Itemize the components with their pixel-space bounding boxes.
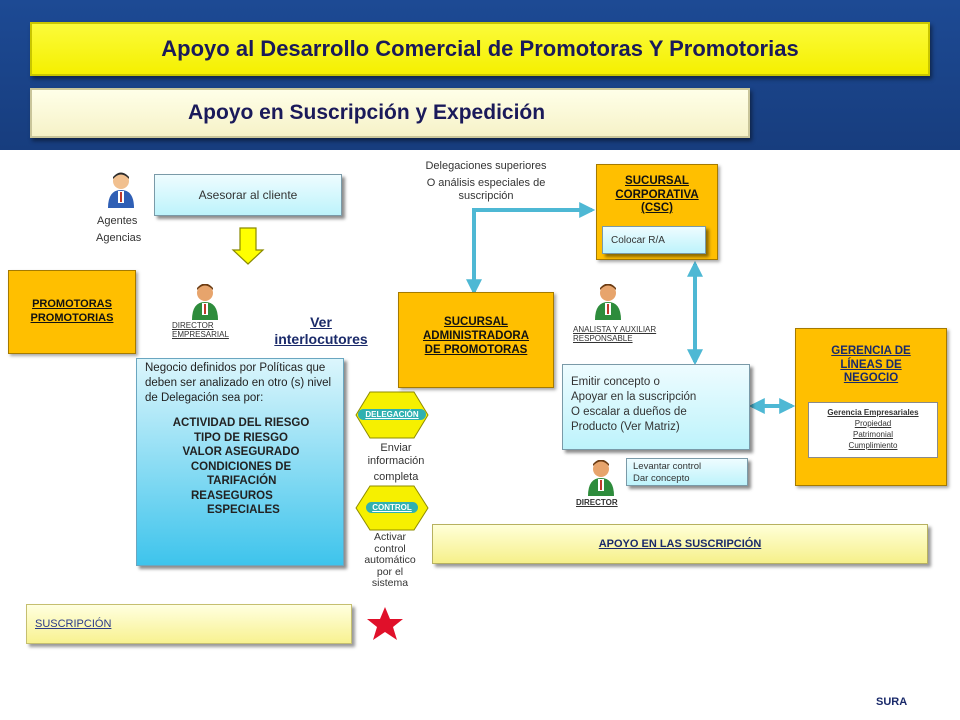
- promotoras-box: PROMOTORAS PROMOTORIAS: [8, 270, 136, 354]
- gerencia-line3: NEGOCIO: [843, 372, 899, 384]
- emitir-line4: Producto (Ver Matriz): [571, 421, 680, 433]
- ver-line1: Ver: [310, 314, 332, 330]
- activar-line2: control: [374, 542, 406, 555]
- promotoras-line2: PROMOTORIAS: [30, 312, 114, 324]
- analista-line1: ANALISTA Y AUXILIAR: [573, 325, 657, 334]
- colocar-box: Colocar R/A: [602, 226, 706, 254]
- promotoras-line1: PROMOTORAS: [32, 298, 112, 310]
- asesorar-box: Asesorar al cliente: [154, 174, 342, 216]
- agentes-label: Agentes: [97, 215, 138, 227]
- activar-line5: sistema: [371, 577, 409, 589]
- down-arrow: [231, 227, 265, 265]
- gerencia-inner-2: Propiedad: [854, 419, 892, 428]
- analista-person-icon: [595, 284, 621, 320]
- negocio-item-4: CONDICIONES DE: [190, 460, 292, 473]
- gerencia-inner-4: Cumplimiento: [848, 441, 898, 450]
- sura-brand: SURA: [876, 696, 908, 708]
- sucursal-corp-line2: CORPORATIVA: [615, 188, 699, 201]
- sucursal-corp-line3: (CSC): [641, 202, 673, 214]
- director-label: DIRECTOR: [576, 498, 618, 507]
- apoyo-suscripcion-box: APOYO EN LAS SUSCRIPCIÓN: [432, 524, 928, 564]
- negocio-item-6: REASEGUROS: [191, 489, 273, 502]
- sucursal-corp-line1: SUCURSAL: [625, 175, 689, 187]
- star-icon: [367, 607, 403, 640]
- gerencia-inner-3: Patrimonial: [852, 430, 893, 439]
- negocio-item-3: VALOR ASEGURADO: [182, 446, 300, 458]
- delegaciones-line2: O análisis especiales de: [426, 177, 546, 189]
- apoyo-label: APOYO EN LAS SUSCRIPCIÓN: [598, 538, 762, 550]
- enviar-line3: completa: [373, 471, 419, 483]
- agencias-label: Agencias: [96, 232, 142, 244]
- levantar-line1: Levantar control: [633, 461, 702, 472]
- negocio-box: Negocio definidos por Políticas que debe…: [136, 358, 344, 566]
- sucursal-admin-line2: ADMINISTRADORA: [422, 330, 530, 342]
- gerencia-inner-box: Gerencia Empresariales Propiedad Patrimo…: [808, 402, 938, 458]
- sucursal-administradora-box: SUCURSAL ADMINISTRADORA DE PROMOTORAS: [398, 292, 554, 388]
- director-empresarial-line2: EMPRESARIAL: [172, 330, 229, 339]
- director-empresarial-person-icon: [192, 284, 218, 320]
- delegaciones-line3: suscripción: [458, 190, 514, 202]
- director-empresarial-label: DIRECTOR EMPRESARIAL: [172, 321, 229, 339]
- emitir-concepto-box: Emitir concepto o Apoyar en la suscripci…: [562, 364, 750, 450]
- enviar-line1: Enviar: [380, 442, 412, 454]
- negocio-item-7: ESPECIALES: [207, 504, 280, 516]
- director-empresarial-line1: DIRECTOR: [172, 321, 214, 330]
- ver-line2: interlocutores: [274, 331, 368, 347]
- enviar-info-label: Enviar información completa: [360, 442, 432, 484]
- suscripcion-box[interactable]: SUSCRIPCIÓN: [26, 604, 352, 644]
- director-person-icon: [588, 460, 614, 496]
- negocio-item-1: ACTIVIDAD DEL RIESGO: [172, 417, 310, 429]
- negocio-item-5: TARIFACIÓN: [207, 475, 277, 487]
- control-label: CONTROL: [366, 502, 418, 513]
- levantar-line2: Dar concepto: [633, 473, 690, 484]
- activar-line1: Activar: [373, 531, 407, 543]
- gerencia-line1: GERENCIA DE: [831, 345, 911, 357]
- emitir-line1: Emitir concepto o: [571, 376, 660, 388]
- agent-person-icon: [108, 172, 134, 208]
- negocio-item-2: TIPO DE RIESGO: [194, 431, 288, 444]
- gerencia-inner-1: Gerencia Empresariales: [827, 408, 919, 417]
- delegaciones-line1: Delegaciones superiores: [425, 160, 547, 172]
- emitir-line3: O escalar a dueños de: [571, 406, 687, 418]
- suscripcion-label: SUSCRIPCIÓN: [35, 618, 112, 630]
- levantar-control-box: Levantar control Dar concepto: [626, 458, 748, 486]
- sucursal-admin-line3: DE PROMOTORAS: [424, 344, 528, 356]
- analista-line2: RESPONSABLE: [573, 334, 633, 343]
- emitir-line2: Apoyar en la suscripción: [571, 391, 697, 403]
- activar-line4: por el: [376, 565, 404, 578]
- activar-line3: automático: [364, 554, 416, 566]
- activar-control-label: Activar control automático por el sistem…: [352, 531, 428, 590]
- enviar-line2: información: [367, 455, 425, 467]
- main-title: Apoyo al Desarrollo Comercial de Promoto…: [30, 22, 930, 76]
- delegacion-label: DELEGACIÓN: [358, 409, 426, 420]
- ver-interlocutores-link[interactable]: Ver interlocutores: [268, 314, 374, 348]
- negocio-intro: Negocio definidos por Políticas que debe…: [145, 362, 332, 404]
- subtitle: Apoyo en Suscripción y Expedición: [30, 88, 750, 138]
- arrow-sucursal-to-corporativa: [466, 202, 596, 296]
- delegaciones-superiores-label: Delegaciones superiores O análisis espec…: [404, 160, 568, 203]
- sucursal-admin-line1: SUCURSAL: [444, 316, 508, 328]
- gerencia-line2: LÍNEAS DE: [840, 358, 902, 371]
- analista-label: ANALISTA Y AUXILIAR RESPONSABLE: [573, 325, 656, 343]
